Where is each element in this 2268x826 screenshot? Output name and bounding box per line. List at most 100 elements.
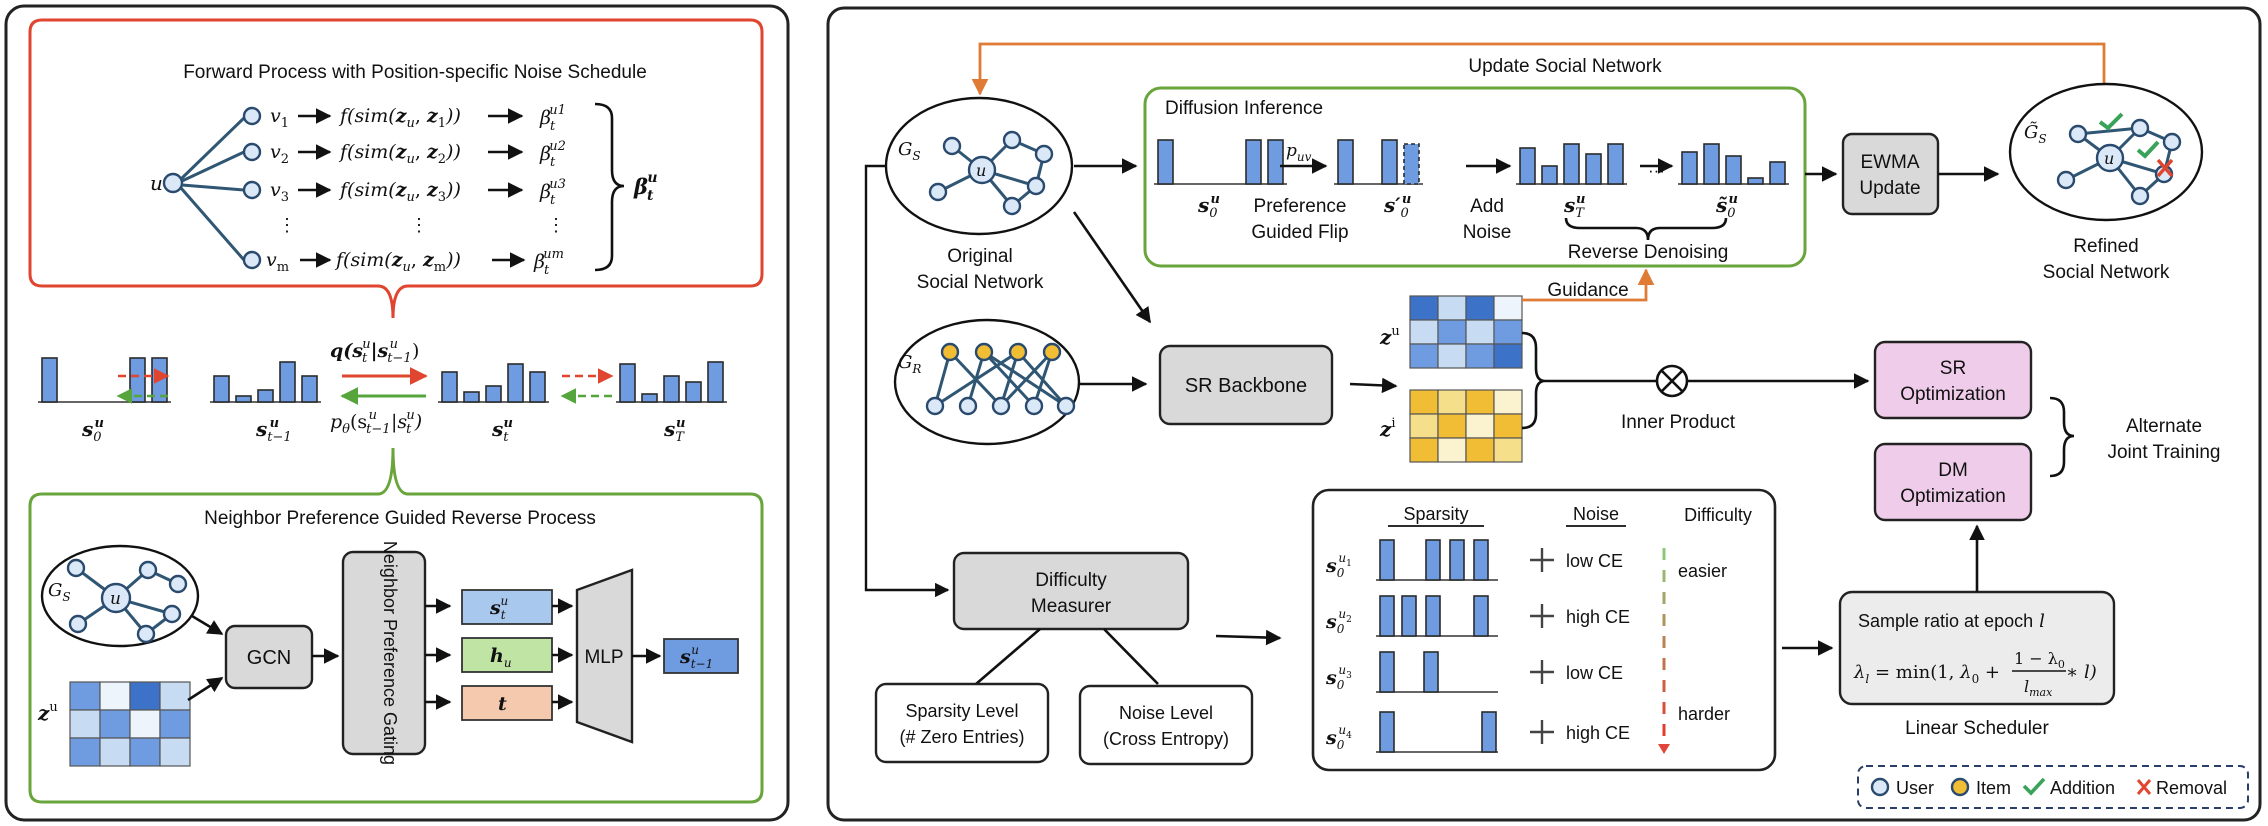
di-sT-bar [1563,143,1580,185]
noise-level-line2: (Cross Entropy) [1103,729,1229,749]
di-s0tilde-bar [1681,151,1698,185]
zu-left-cell [69,709,101,739]
row-bar [1481,711,1497,753]
di-s0-bar [1157,139,1174,185]
state-st-1-bar [235,395,252,403]
state-st-1-bar [301,375,318,403]
row-state-label: s0u2 [1325,607,1352,636]
noise-level-line1: Noise Level [1119,703,1213,723]
zu-label-right: zu [1379,324,1400,349]
noise-level-box [1078,684,1254,766]
schedule-brace [594,102,625,272]
di-s0tilde-bar [1725,155,1742,185]
interaction-graph-ellipse [893,318,1081,446]
state-st-bar [507,363,524,403]
gs-label-right: GS [898,139,921,163]
mlp-block [575,568,634,744]
social-graph-right: u [928,130,1054,216]
original-social-line2: Social Network [917,272,1044,293]
row-state-sup2: 1 [1346,559,1352,569]
row-noise-label: high CE [1566,607,1630,627]
linear-scheduler-label: Linear Scheduler [1905,718,2049,739]
zi-right-cell [1465,437,1495,463]
state-st-1-bar [213,375,230,403]
item-node [940,342,960,362]
add-noise-line1: Add [1470,196,1504,217]
state-sT-bar [641,393,658,403]
sr-backbone-label: SR Backbone [1185,375,1307,397]
lambda-tail: ∗ l) [2066,662,2097,683]
svg-text:vm: vm [266,249,289,275]
gr-label: GR [898,352,921,376]
diffusion-inference-label: Diffusion Inference [1165,98,1323,119]
item-node [1042,342,1062,362]
add-noise-line2: Noise [1463,222,1512,243]
user-node [1056,396,1076,416]
input-hu-label: hu [490,645,512,670]
s0-label: s0u [1197,192,1220,221]
zu-left-cell [129,709,161,739]
harder-label: harder [1678,704,1730,724]
output-label: st−1u [679,643,713,671]
sr-backbone-box [1158,344,1334,426]
sparsity-level-line1: Sparsity Level [905,701,1018,721]
item-node-v3 [242,180,262,200]
input-t-label: t [498,693,507,715]
zu-right-cell [1465,343,1495,369]
di-s0tilde-bar [1769,161,1786,185]
dots-label: ··· [1648,161,1665,180]
svg-text:f(sim(zu, zm)): f(sim(zu, zm)) [334,249,461,275]
inner-product-label: Inner Product [1621,412,1736,433]
dm-opt-line2: Optimization [1900,486,2006,507]
state-sT-bar [707,361,724,403]
row-noise-label: high CE [1566,723,1630,743]
row-state-s: s [1325,555,1337,577]
sT-label: sTu [1563,192,1585,221]
row-noise-label: low CE [1566,663,1623,683]
zi-right-cell [1493,413,1523,439]
check-icon [2136,140,2160,159]
output-block [663,638,739,674]
di-s0-bar [1245,139,1262,185]
row-state-label: s0u1 [1325,551,1352,580]
zu-left-cell [129,681,161,711]
zu-left-cell [99,709,131,739]
s0tilde-label: s̃0u [1715,192,1738,221]
di-sT-bar [1519,147,1536,185]
row-bar [1379,651,1395,693]
row-state-sup2: 2 [1346,615,1352,625]
sr-opt-line2: Optimization [1900,384,2006,405]
row-state-sub: 0 [1337,738,1345,752]
zu-right-cell [1493,319,1523,345]
di-s0prime-bar [1381,139,1398,185]
pref-flip-line1: Preference [1254,196,1347,217]
easier-label: easier [1678,561,1727,581]
item-node [1008,342,1028,362]
row-state-sup: u [1338,607,1346,621]
reverse-denoising-brace [1564,217,1728,241]
state-st-bar [529,371,546,403]
row-noise-label: low CE [1566,551,1623,571]
row-state-sub: 0 [1337,566,1345,580]
row-bar [1379,711,1395,753]
di-s0tilde-bar [1747,177,1764,185]
guidance-label: Guidance [1547,280,1628,301]
zi-right-cell [1409,413,1439,439]
row-state-s: s [1325,727,1337,749]
plus-icon [1530,720,1554,744]
schedule-row-m: vm f(sim(zu, zm)) βtum [266,247,564,278]
forward-process-frame [28,18,764,319]
reverse-title: Neighbor Preference Guided Reverse Proce… [204,508,596,529]
lambda-formula: λl = min(1, λ0 + [1853,662,2000,686]
row-bar [1423,651,1439,693]
svg-text:v1: v1 [270,105,289,131]
row-state-s: s [1325,611,1337,633]
item-node-icon [1950,777,1970,797]
zu-left-cell [159,737,191,767]
svg-text:v3: v3 [270,179,289,205]
svg-text:βtu2: βtu2 [539,139,566,170]
legend-removal: Removal [2156,778,2227,798]
schedule-row-2: v2 f(sim(zu, z2)) βtu2 [270,139,566,170]
